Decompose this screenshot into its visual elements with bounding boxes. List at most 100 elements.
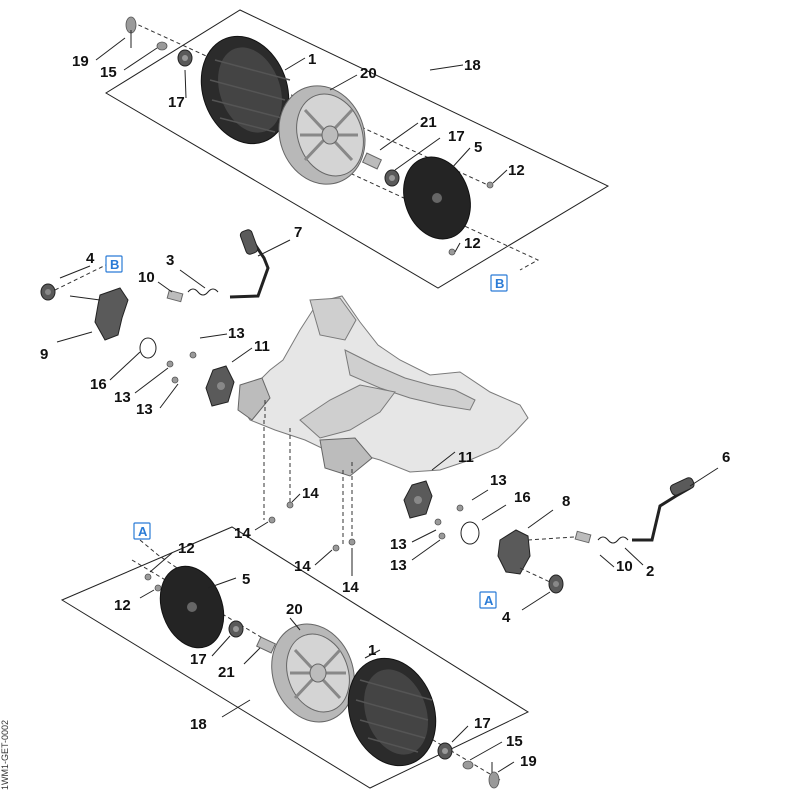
upper-hubcap-5 (403, 156, 471, 240)
upper-screw-12b (448, 248, 456, 256)
callout-14b: 14 (234, 525, 251, 542)
callout-17: 17 (168, 94, 185, 111)
svg-text:B: B (110, 257, 119, 272)
lower-wheel-assembly (60, 526, 530, 789)
callout-21b: 21 (218, 664, 235, 681)
left-knob-4 (40, 283, 56, 301)
callout-3: 3 (166, 252, 174, 269)
callout-6: 6 (722, 449, 730, 466)
callout-20: 20 (360, 65, 377, 82)
right-knob-4 (548, 574, 564, 594)
right-spring-2 (597, 536, 629, 544)
left-spring-3 (187, 288, 219, 296)
callout-18b: 18 (190, 716, 207, 733)
right-bolt-10 (574, 530, 592, 544)
mount-screw-14b (268, 516, 276, 524)
lower-bearing-17a (228, 620, 244, 638)
mower-deck (237, 295, 529, 545)
lower-screw-12a (144, 573, 152, 581)
upper-bearing-17 (177, 49, 193, 67)
drawing-code: 1WM1-GET-0002 (0, 720, 10, 790)
deck-rear-chute (309, 297, 357, 341)
left-bolt-10 (166, 289, 184, 303)
lower-washer-15 (462, 760, 474, 770)
callout-9: 9 (40, 346, 48, 363)
lower-ref-line-a (139, 539, 181, 571)
callout-16: 16 (90, 376, 107, 393)
mount-screws-14 (254, 493, 356, 576)
upper-assembly-frame (105, 9, 610, 289)
lower-screw-12b (154, 584, 162, 592)
callout-7: 7 (294, 224, 302, 241)
lower-bushing-21 (255, 636, 277, 654)
lower-hubcap-5 (159, 565, 225, 649)
callout-20b: 20 (286, 601, 303, 618)
lower-bearing-17b (437, 742, 453, 760)
left-bracket-9 (94, 287, 129, 341)
callout-12d: 12 (114, 597, 131, 614)
mount-screw-14a (286, 501, 294, 509)
callout-10: 10 (138, 269, 155, 286)
callout-12: 12 (508, 162, 525, 179)
callout-8: 8 (562, 493, 570, 510)
callout-12b: 12 (464, 235, 481, 252)
reference-tags: B B A A (105, 255, 508, 609)
callout-labels: 19 15 17 1 20 18 21 17 5 12 12 7 4 3 10 … (40, 51, 730, 770)
callout-13e: 13 (390, 536, 407, 553)
upper-hub-20 (278, 85, 366, 185)
callout-13c: 13 (136, 401, 153, 418)
lower-tire-1 (347, 657, 437, 767)
left-height-adjuster (40, 229, 291, 409)
mount-screw-14c (332, 544, 340, 552)
right-ring-16 (460, 521, 480, 545)
callout-21: 21 (420, 114, 437, 131)
callout-2: 2 (646, 563, 654, 580)
callout-5: 5 (474, 139, 482, 156)
callout-5b: 5 (242, 571, 250, 588)
left-pivot-11 (205, 365, 235, 407)
right-screw-13b (434, 518, 442, 526)
ref-tag-a-lower: A (479, 591, 497, 609)
callout-12c: 12 (178, 540, 195, 557)
callout-17d: 17 (474, 715, 491, 732)
callout-13d: 13 (490, 472, 507, 489)
callout-1: 1 (308, 51, 316, 68)
upper-ref-line-b (299, 149, 540, 271)
callout-16b: 16 (514, 489, 531, 506)
upper-wheel-assembly (95, 9, 610, 289)
upper-pin-19 (125, 16, 137, 48)
left-ring-16 (139, 337, 157, 359)
deck-right-mount (319, 437, 373, 477)
left-screw-13b (166, 360, 174, 368)
callout-13f: 13 (390, 557, 407, 574)
callout-14d: 14 (342, 579, 359, 596)
callout-1b: 1 (368, 642, 376, 659)
left-screw-13c (171, 376, 179, 384)
callout-4b: 4 (502, 609, 511, 626)
svg-text:A: A (484, 593, 494, 608)
upper-screw-12a (486, 181, 494, 189)
callout-11b: 11 (458, 449, 474, 466)
svg-text:A: A (138, 524, 148, 539)
upper-tire-1 (200, 35, 291, 145)
left-ref-line (54, 261, 113, 291)
callout-18: 18 (464, 57, 481, 74)
callout-13: 13 (228, 325, 245, 342)
lower-hub-20 (271, 623, 355, 723)
right-screw-13c (438, 532, 446, 540)
callout-19: 19 (72, 53, 89, 70)
callout-15: 15 (100, 64, 117, 81)
callout-10b: 10 (616, 558, 633, 575)
callout-14: 14 (302, 485, 319, 502)
upper-washer-15 (156, 41, 168, 51)
callout-4: 4 (86, 250, 95, 267)
callout-17b: 17 (448, 128, 465, 145)
right-height-adjuster (403, 451, 719, 611)
upper-bushing-21 (361, 152, 383, 170)
ref-tag-b-lower: B (490, 274, 508, 292)
lower-assembly-frame (60, 526, 530, 789)
callout-11: 11 (254, 338, 270, 355)
right-pivot-11 (403, 480, 433, 519)
deck-cutout (344, 349, 476, 411)
